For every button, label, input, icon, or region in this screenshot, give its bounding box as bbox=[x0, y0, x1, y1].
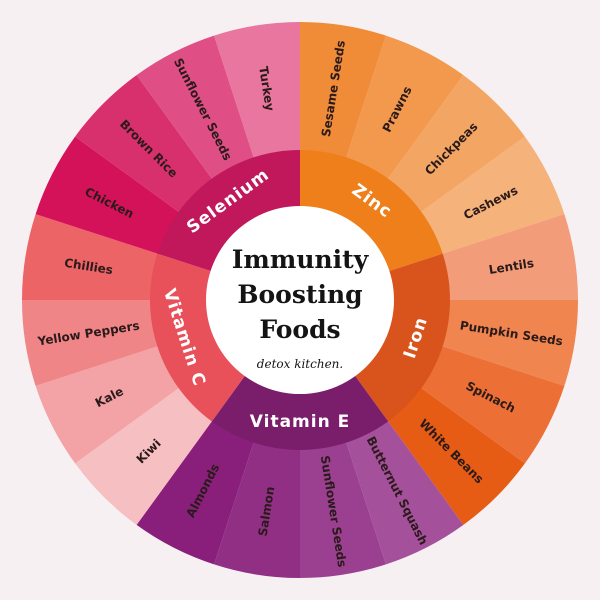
food-label: Turkey bbox=[256, 65, 277, 112]
nutrient-segment bbox=[150, 253, 246, 422]
food-segment bbox=[35, 136, 181, 255]
food-segment bbox=[440, 214, 578, 300]
food-segment bbox=[440, 300, 578, 386]
food-segment bbox=[75, 386, 214, 525]
food-segment bbox=[22, 214, 160, 300]
food-segment bbox=[386, 386, 525, 525]
brand-logo: detox kitchen. bbox=[257, 357, 343, 371]
food-segment bbox=[345, 419, 464, 565]
food-segment bbox=[300, 440, 386, 578]
food-segment bbox=[136, 419, 255, 565]
food-segment bbox=[75, 75, 214, 214]
title-line-1: Immunity bbox=[232, 245, 370, 274]
nutrient-segment bbox=[354, 253, 451, 422]
food-segment bbox=[300, 22, 386, 160]
food-segment bbox=[22, 300, 160, 386]
food-segment bbox=[419, 345, 565, 464]
food-segment bbox=[136, 35, 255, 181]
nutrient-segment bbox=[300, 150, 443, 272]
food-segment bbox=[386, 75, 525, 214]
title-line-3: Foods bbox=[259, 315, 340, 344]
title-line-2: Boosting bbox=[237, 280, 362, 309]
food-segment bbox=[214, 440, 300, 578]
food-segment bbox=[35, 345, 181, 464]
nutrient-segment bbox=[157, 150, 300, 272]
center-circle bbox=[206, 206, 394, 394]
food-segment bbox=[345, 35, 464, 181]
food-segment bbox=[214, 22, 300, 160]
nutrient-segment bbox=[211, 375, 389, 450]
nutrient-label: Vitamin E bbox=[250, 412, 350, 432]
food-segment bbox=[419, 136, 565, 255]
